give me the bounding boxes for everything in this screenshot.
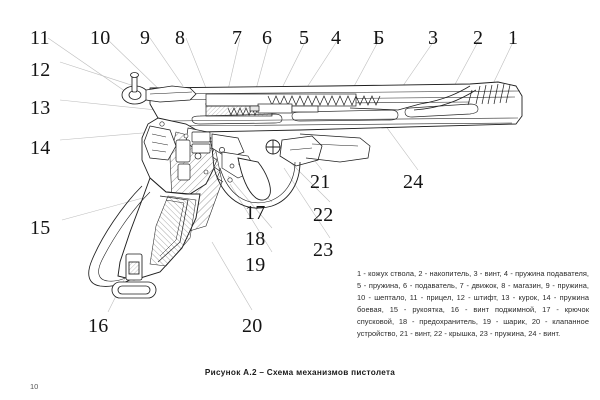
rear-frame-contour [349,85,477,111]
callout-10: 10 [90,27,111,49]
trigger-guard [213,161,301,209]
figure-caption: Рисунок А.2 – Схема механизмов пистолета [204,368,396,377]
callout-8: 8 [175,27,186,49]
figure-legend: 1 - кожух ствола, 2 - накопитель, 3 - ви… [357,269,589,338]
callout-5: 5 [299,27,310,49]
callout-24: 24 [403,171,424,193]
sight-assembly [121,72,149,105]
grip-cross-section-hatch [149,195,197,267]
callout-12: 12 [30,59,51,81]
magazine-detail [191,131,211,154]
callout-9: 9 [140,27,151,49]
grip-bottom-screw [111,253,157,299]
callout-B: Б [373,27,385,49]
hammer-block [143,125,177,161]
plunger-assembly [249,103,319,114]
callout-16: 16 [88,315,109,337]
callout-14: 14 [30,137,51,159]
callout-13: 13 [30,97,51,119]
callout-7: 7 [232,27,243,49]
valve-screw-icon [265,139,281,155]
figure-area: 11 10 9 8 7 6 5 4 Б 3 2 1 12 13 14 15 16… [30,27,589,338]
trigger [237,157,271,201]
pistol-mechanism-drawing [47,37,523,313]
callout-4: 4 [331,27,342,49]
callout-21: 21 [310,171,331,193]
callout-11: 11 [30,27,50,49]
callout-2: 2 [473,27,484,49]
callout-15: 15 [30,217,51,239]
callout-22: 22 [313,204,334,226]
callout-20: 20 [242,315,263,337]
callout-18: 18 [245,228,266,250]
callout-19: 19 [245,254,266,276]
callout-3: 3 [428,27,439,49]
frame-rail [299,133,371,163]
pin-details [159,121,233,183]
page-number: 10 [30,382,39,391]
magazine-body [157,195,189,263]
main-coil-spring [267,95,381,106]
callout-23: 23 [313,239,334,261]
callout-1: 1 [508,27,519,49]
frame-recesses [191,103,479,125]
callout-17: 17 [245,202,266,224]
sight-bridge [145,85,197,103]
callout-6: 6 [262,27,273,49]
